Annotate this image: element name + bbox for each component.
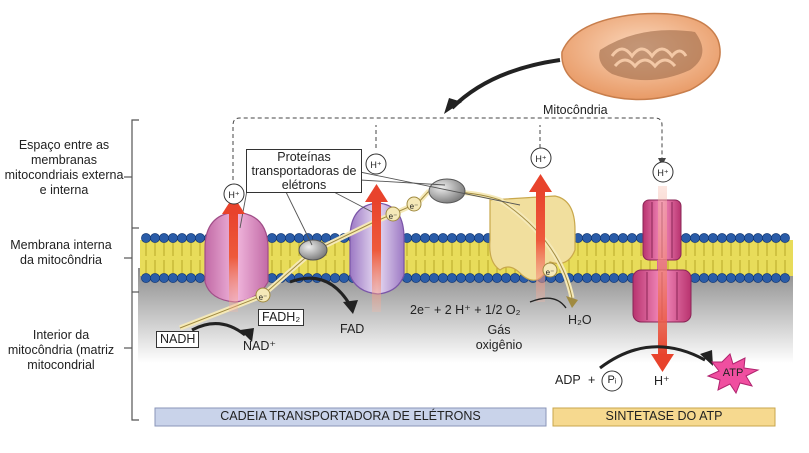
label-reaction: 2e⁻ + 2 H⁺ + 1/2 O₂ [410, 303, 521, 317]
ubiquinone [298, 239, 328, 261]
zoom-arrow [450, 58, 561, 110]
label-matrix: Interior da mitocôndria (matriz mitocond… [7, 328, 115, 372]
proton-arrow-I [222, 196, 245, 312]
h-plus-circle-2 [365, 153, 387, 175]
electron-label-3: e⁻ [409, 202, 419, 211]
mitochondrion-image [561, 12, 721, 101]
label-water: H₂O [568, 313, 592, 327]
electron-label-4: e⁻ [545, 268, 555, 277]
nadh-arrow [191, 322, 246, 337]
label-oxygen-gas: Gás oxigênio [475, 323, 523, 352]
proton-arrow-synthase [651, 186, 674, 372]
h-plus-circle-4 [652, 161, 674, 183]
atp-star [706, 353, 760, 395]
label-intermembrane-space: Espaço entre as membranas mitocondriais … [4, 138, 124, 197]
h-plus-circle-1 [223, 183, 245, 205]
protein-pointer-lines [239, 171, 521, 246]
h-plus-circle-3 [530, 147, 552, 169]
oxygen-arrow [529, 297, 567, 309]
h-plus-label-1: H⁺ [228, 190, 240, 200]
label-proteins: Proteínas transportadoras de elétrons [246, 149, 362, 193]
label-mitochondrion: Mitocôndria [543, 103, 608, 117]
band-etc: CADEIA TRANSPORTADORA DE ELÉTRONS [220, 409, 481, 423]
label-h-plus-matrix: H⁺ [654, 374, 670, 388]
atp-band-bg [552, 407, 776, 427]
etc-band-bg [154, 407, 547, 427]
label-nad: NAD⁺ [243, 339, 276, 353]
electron-label-2: e⁻ [388, 212, 398, 221]
adp-arrow [599, 345, 706, 370]
proton-path-dashed [232, 117, 663, 180]
h-plus-label-4: H⁺ [657, 168, 669, 178]
phosphate-circle [601, 370, 623, 392]
label-adp: ADP [555, 373, 581, 387]
label-fad: FAD [340, 322, 365, 336]
label-plus: + [588, 373, 596, 387]
label-pi: Pᵢ [607, 374, 617, 386]
bracket [124, 119, 139, 421]
label-inner-membrane: Membrana interna da mitocôndria [10, 238, 112, 267]
label-fadh2: FADH₂ [258, 309, 305, 326]
h-plus-label-3: H⁺ [535, 154, 547, 164]
proton-arrow-III [365, 184, 388, 312]
cytochrome-c [428, 178, 466, 204]
h-plus-label-2: H⁺ [370, 160, 382, 170]
label-nadh: NADH [156, 331, 200, 348]
fadh2-arrow [289, 276, 352, 306]
band-atp-synthase: SINTETASE DO ATP [605, 409, 723, 423]
electron-label-1: e⁻ [258, 293, 268, 302]
proton-arrow-IV [529, 174, 552, 302]
label-atp: ATP [722, 367, 744, 379]
